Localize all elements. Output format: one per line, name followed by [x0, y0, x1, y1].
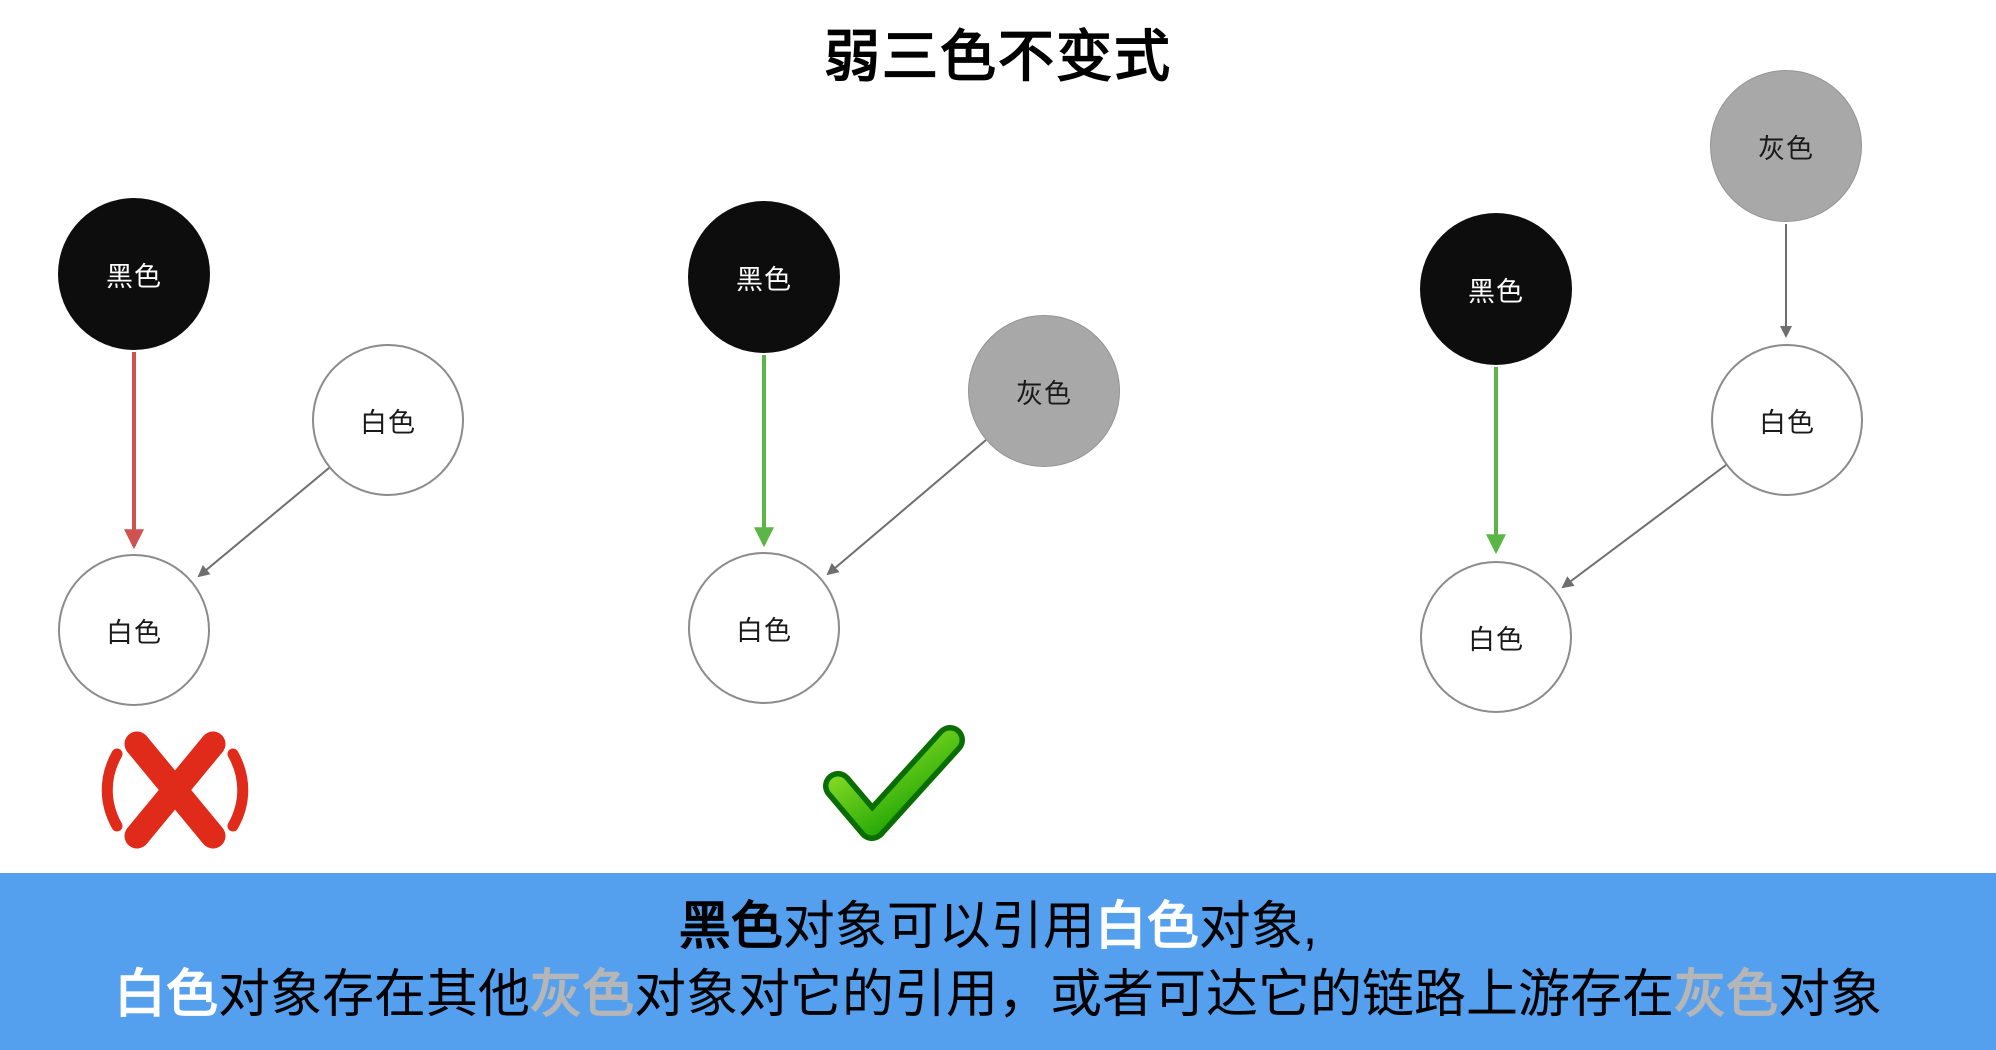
node-white-target-2: 白色 — [688, 552, 840, 704]
node-gray-2: 灰色 — [968, 315, 1120, 467]
node-label: 白色 — [1759, 407, 1815, 438]
node-label: 白色 — [736, 615, 792, 646]
caption-banner: 黑色对象可以引用白色对象, 白色对象存在其他灰色对象对它的引用，或者可达它的链路… — [0, 873, 1996, 1050]
node-label: 黑色 — [736, 264, 792, 295]
caption-segment: 对象可以引用 — [782, 898, 1095, 957]
node-black-1: 黑色 — [58, 198, 210, 350]
node-white-target-1: 白色 — [58, 554, 210, 706]
node-white-target-3: 白色 — [1420, 561, 1572, 713]
caption-segment: 白色 — [1094, 898, 1199, 957]
edge-gray-to-white-gray — [826, 439, 987, 576]
cross-icon — [101, 731, 249, 849]
node-gray-3: 灰色 — [1710, 70, 1862, 222]
node-label: 白色 — [360, 407, 416, 438]
node-label: 灰色 — [1016, 378, 1072, 409]
node-label: 白色 — [106, 617, 162, 648]
caption-segment: 对象, — [1198, 898, 1318, 957]
node-white-mid-3: 白色 — [1711, 344, 1863, 496]
edge-white-to-white-gray — [197, 467, 330, 578]
node-label: 白色 — [1468, 624, 1524, 655]
caption-segment: 黑色 — [678, 898, 783, 957]
node-white-ref-1: 白色 — [312, 344, 464, 496]
caption-segment: 对象 — [1778, 965, 1883, 1024]
caption-line-2: 白色对象存在其他灰色对象对它的引用，或者可达它的链路上游存在灰色对象 — [0, 965, 1996, 1026]
node-label: 黑色 — [1468, 276, 1524, 307]
node-black-2: 黑色 — [688, 201, 840, 353]
node-label: 黑色 — [106, 261, 162, 292]
caption-segment: 白色 — [113, 965, 218, 1024]
page-title: 弱三色不变式 — [824, 25, 1172, 88]
caption-line-1: 黑色对象可以引用白色对象, — [0, 897, 1996, 958]
edge-white-to-white-gray-2 — [1561, 464, 1727, 589]
caption-segment: 灰色 — [1674, 965, 1779, 1024]
caption-segment: 对象对它的引用，或者可达它的链路上游存在 — [634, 965, 1675, 1024]
node-black-3: 黑色 — [1420, 213, 1572, 365]
node-label: 灰色 — [1758, 133, 1814, 164]
check-icon — [823, 725, 965, 841]
caption-segment: 对象存在其他 — [217, 965, 530, 1024]
caption-segment: 灰色 — [529, 965, 634, 1024]
